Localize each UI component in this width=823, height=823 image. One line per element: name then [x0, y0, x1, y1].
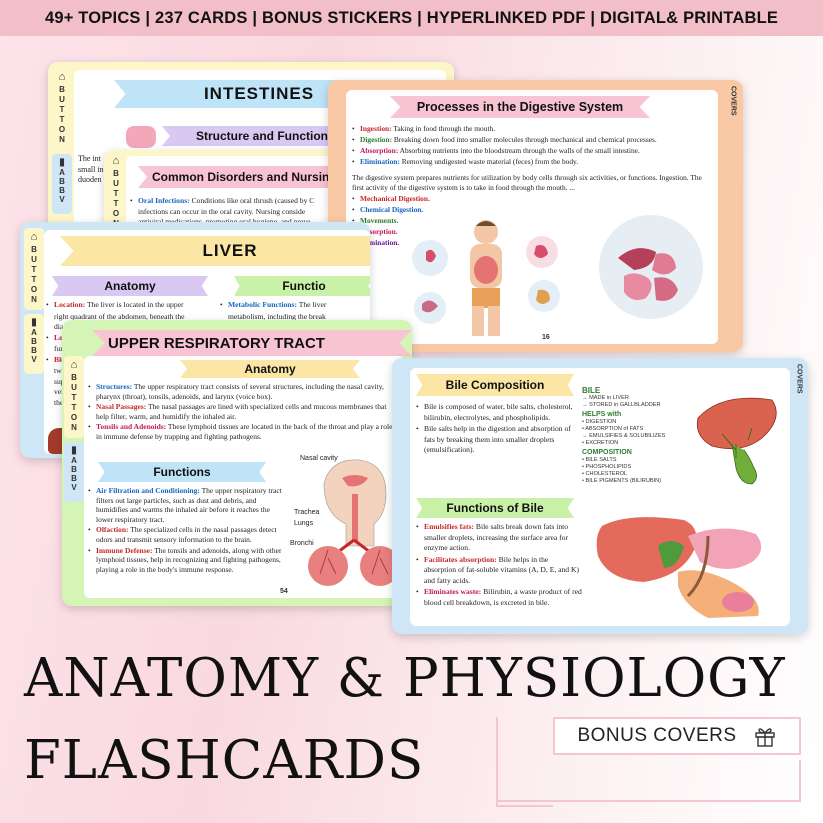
bonus-covers-badge: BONUS COVERS	[553, 717, 801, 755]
respiratory-title: UPPER RESPIRATORY TRACT	[92, 330, 412, 356]
main-title-line1: ANATOMY & PHYSIOLOGY	[24, 648, 786, 709]
liver-digestive-illustration	[596, 517, 762, 618]
liver-metabolic-label: Metabolic Functions:	[228, 300, 297, 309]
gift-icon	[754, 728, 775, 747]
digestive-processes-ribbon: Processes in the Digestive System	[390, 96, 650, 118]
digestive-item: Elimination: Removing undigested waste m…	[352, 157, 714, 167]
home-icon[interactable]: ⌂	[70, 359, 78, 371]
respiratory-illustration	[308, 459, 400, 586]
bile-functions-ribbon: Functions of Bile	[416, 498, 574, 518]
respiratory-function-item: Olfaction: The specialized cells in the …	[88, 525, 282, 544]
bookmark-icon: ▮	[59, 157, 65, 168]
liver-gallbladder-sketch	[696, 397, 777, 485]
bronchi-label: Bronchi	[290, 540, 314, 547]
respiratory-anatomy-item: Nasal Passages: The nasal passages are l…	[88, 402, 400, 421]
structure-function-ribbon: Structure and Function	[162, 126, 362, 146]
intestine-text-stub: duoden	[78, 175, 102, 184]
trachea-label: Trachea	[294, 509, 320, 516]
digestive-list-item: Movements.	[360, 216, 399, 225]
bile-composition-ribbon: Bile Composition	[416, 374, 574, 396]
digestive-paragraph: The digestive system prepares nutrients …	[352, 173, 702, 192]
bile-function-item: Eliminates waste: Bilirubin, a waste pro…	[416, 587, 582, 608]
bookmark-icon: ▮	[71, 445, 77, 456]
liver-location-label: Location:	[54, 300, 86, 309]
digestive-body-illustration	[412, 220, 560, 336]
respiratory-anatomy-item: Tonsils and Adenoids: These lymphoid tis…	[88, 422, 400, 441]
digestive-item: Absorption: Absorbing nutrients into the…	[352, 146, 714, 156]
oral-infections-label: Oral Infections:	[138, 196, 190, 205]
feature-banner: 49+ TOPICS | 237 CARDS | BONUS STICKERS …	[0, 0, 823, 36]
home-icon[interactable]: ⌂	[112, 155, 120, 167]
digestive-organs-illustration	[599, 215, 703, 319]
bile-composition-item: Bile salts help in the digestion and abs…	[416, 424, 574, 456]
respiratory-function-item: Immune Defense: The tonsils and adenoids…	[88, 546, 282, 575]
bonus-covers-label: BONUS COVERS	[577, 725, 737, 746]
page-number: 16	[542, 334, 550, 341]
respiratory-function-item: Air Filtration and Conditioning: The upp…	[88, 486, 282, 524]
bile-function-item: Facilitates absorption: Bile helps in th…	[416, 555, 582, 587]
home-icon[interactable]: ⌂	[30, 231, 38, 243]
liver-title: LIVER	[60, 236, 370, 266]
digestive-list-item: Absorption.	[360, 227, 398, 236]
digestive-list-item: Elimination.	[360, 238, 400, 247]
home-icon[interactable]: ⌂	[58, 71, 66, 83]
respiratory-anatomy-item: Structures: The upper respiratory tract …	[88, 382, 400, 401]
respiratory-anatomy-ribbon: Anatomy	[180, 360, 360, 378]
liver-function-ribbon: Functio	[234, 276, 370, 296]
liver-anatomy-ribbon: Anatomy	[52, 276, 208, 296]
covers-tab[interactable]: COVERS	[729, 86, 737, 116]
respiratory-card: Anatomy Structures: The upper respirator…	[62, 320, 412, 606]
intestine-text-stub: small in	[78, 164, 104, 174]
page-number: 54	[280, 588, 288, 595]
bookmark-icon: ▮	[31, 317, 37, 328]
intestine-text-stub: The int	[78, 154, 101, 163]
intestine-icon	[126, 126, 156, 148]
digestive-item: Digestion: Breaking down food into small…	[352, 135, 714, 145]
main-title-line2: FLASHCARDS	[24, 730, 425, 791]
covers-tab[interactable]: COVERS	[795, 364, 803, 394]
bonus-frame	[496, 760, 801, 802]
digestive-card: Processes in the Digestive System Ingest…	[328, 80, 743, 352]
respiratory-functions-ribbon: Functions	[98, 462, 266, 482]
bile-card: Bile Composition Bile is composed of wat…	[392, 358, 808, 634]
bile-composition-item: Bile is composed of water, bile salts, c…	[416, 402, 574, 423]
digestive-list-item: Chemical Digestion.	[360, 205, 424, 214]
disorders-ribbon: Common Disorders and Nursin	[138, 166, 340, 188]
digestive-item: Ingestion: Taking in food through the mo…	[352, 124, 714, 134]
digestive-list-item: Mechanical Digestion.	[360, 194, 430, 203]
lungs-label: Lungs	[294, 520, 314, 527]
bile-note-title: BILE	[582, 386, 601, 395]
nasal-cavity-label: Nasal cavity	[300, 455, 338, 462]
bile-function-item: Emulsifies fats: Bile salts break down f…	[416, 522, 582, 554]
